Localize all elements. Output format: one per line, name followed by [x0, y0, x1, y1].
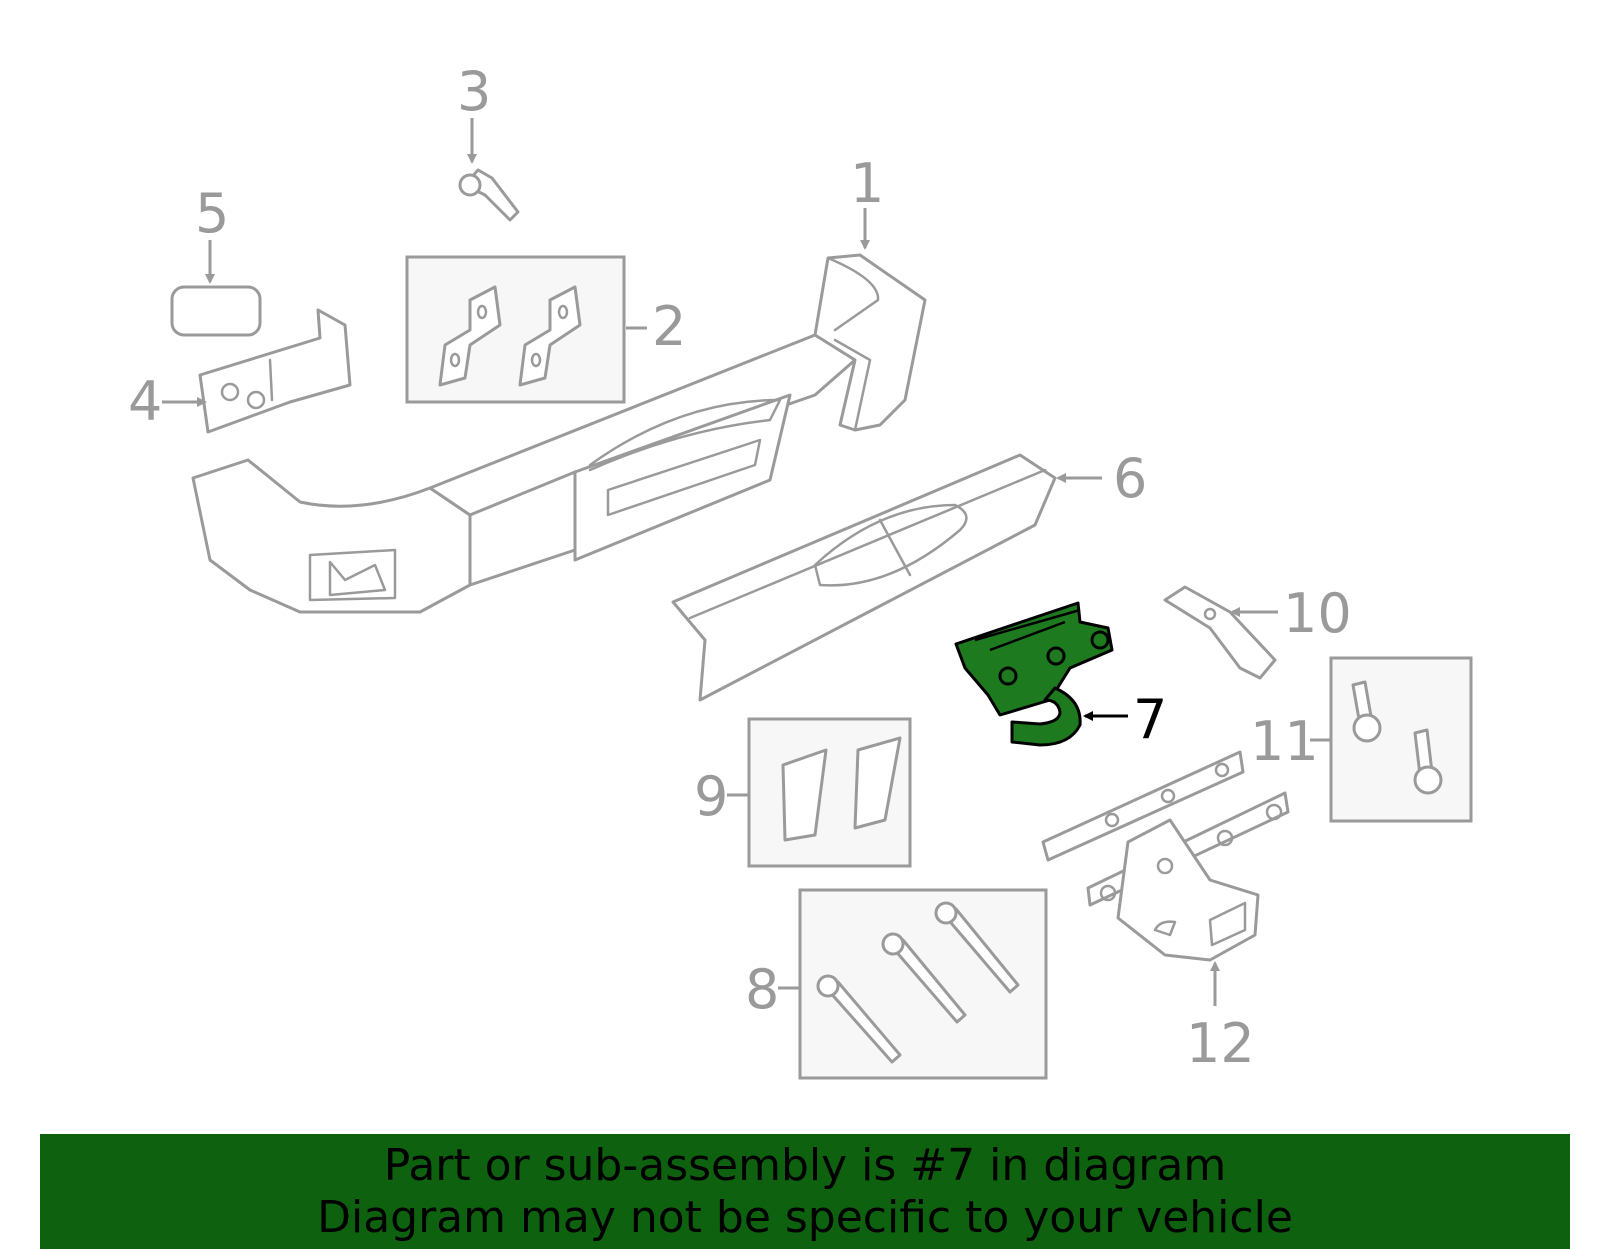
part-9-pads: [747, 717, 912, 868]
callout-5: 5: [195, 182, 229, 245]
part-8-long-bolts: [798, 888, 1048, 1080]
parts-diagram: 1 2 3 4 5 6 7 8 9 10 11 12: [128, 60, 1473, 1080]
part-2-brackets: [405, 255, 626, 404]
callout-9: 9: [694, 765, 728, 828]
part-11-bolts: [1329, 656, 1473, 823]
part-5-pad: [170, 285, 262, 337]
leader-lines: [162, 118, 1330, 1006]
callout-2: 2: [652, 295, 686, 358]
part-7-tow-hook: [954, 601, 1114, 747]
banner-line-2: Diagram may not be specific to your vehi…: [317, 1191, 1293, 1243]
callout-4: 4: [128, 370, 162, 433]
callout-7: 7: [1133, 688, 1167, 751]
callout-3: 3: [457, 60, 491, 123]
part-3-bolt: [458, 168, 520, 222]
callout-6: 6: [1113, 447, 1147, 510]
part-1-rear-bumper: [191, 253, 927, 614]
part-4-end-bracket: [198, 308, 352, 434]
callout-12: 12: [1186, 1012, 1255, 1075]
info-banner: Part or sub-assembly is #7 in diagram Di…: [40, 1134, 1570, 1249]
part-10-tow-bracket: [1163, 585, 1277, 680]
part-6-bumper-cover: [671, 453, 1057, 702]
callout-1: 1: [850, 152, 884, 215]
callout-10: 10: [1283, 582, 1352, 645]
callout-8: 8: [745, 958, 779, 1021]
part-12-hitch: [1041, 750, 1290, 962]
banner-line-1: Part or sub-assembly is #7 in diagram: [383, 1139, 1227, 1191]
callout-11: 11: [1250, 710, 1319, 773]
